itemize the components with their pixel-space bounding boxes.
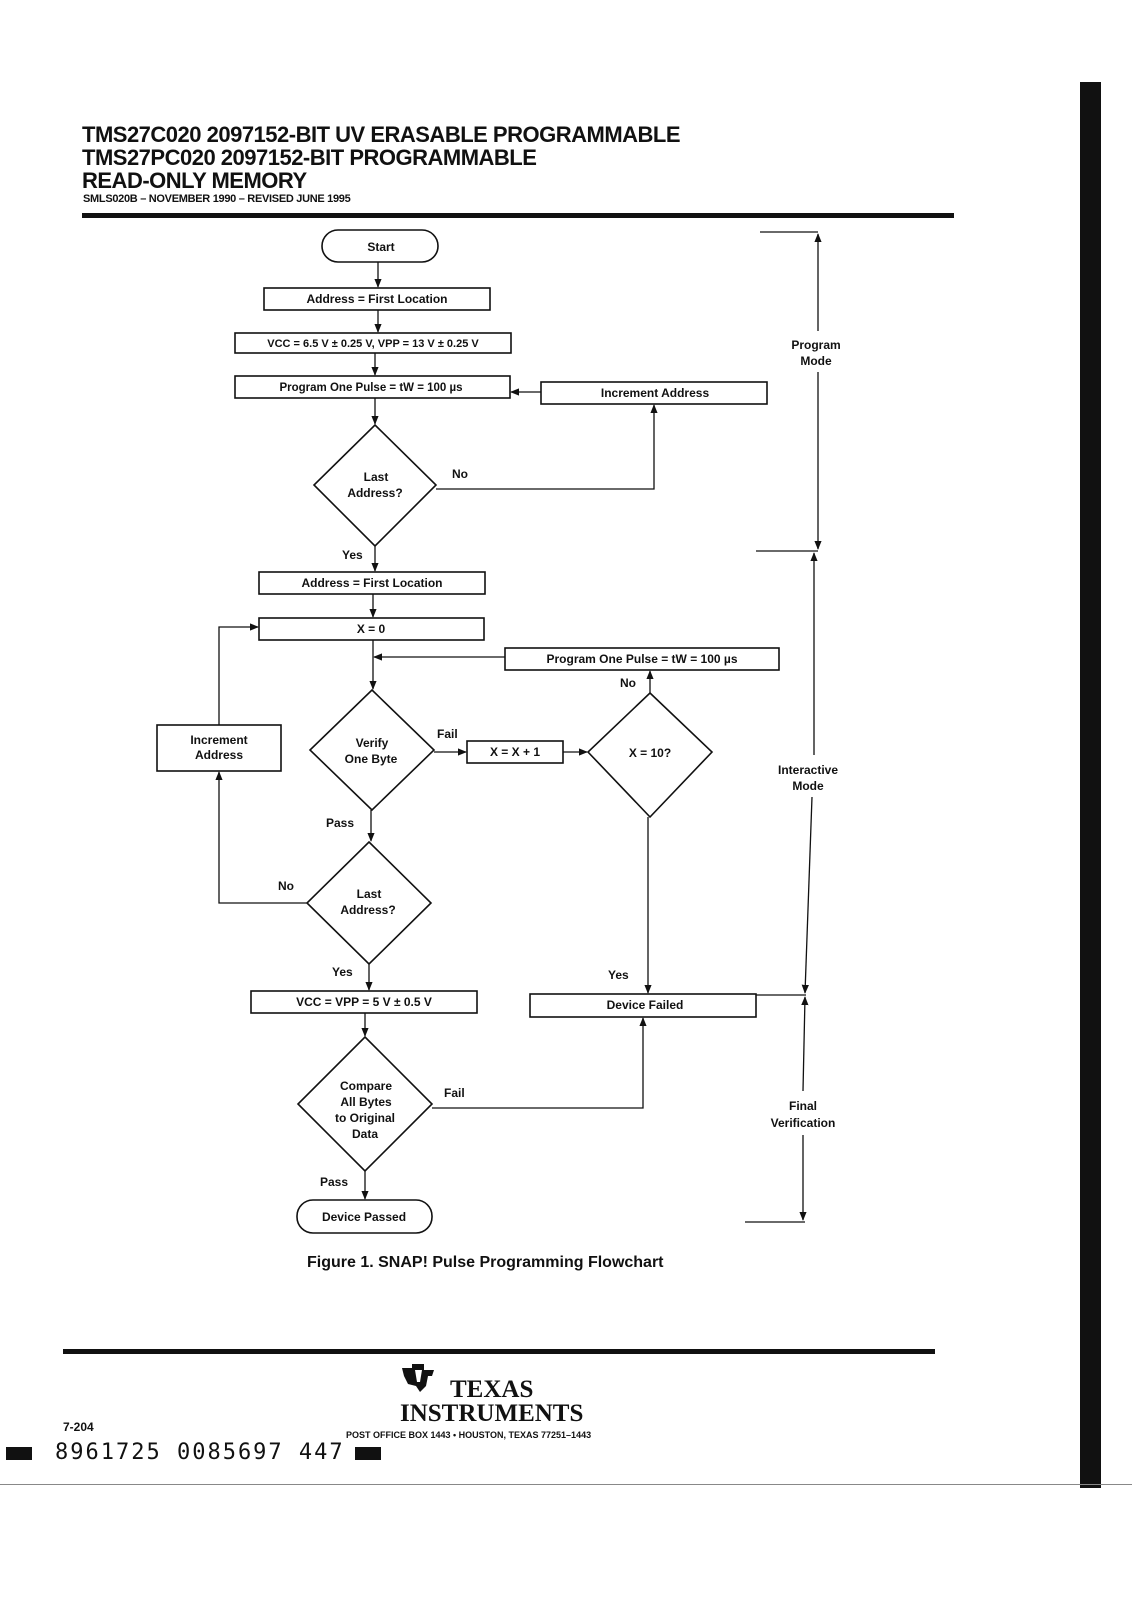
final-verification-label-a: Final [789, 1099, 817, 1113]
vcc-vpp-program-label: VCC = 6.5 V ± 0.25 V, VPP = 13 V ± 0.25 … [267, 338, 479, 350]
fail-label-1: Fail [437, 727, 458, 741]
vcc-vpp-program-box [234, 332, 512, 354]
document-title-line-1: TMS27C020 2097152-BIT UV ERASABLE PROGRA… [82, 122, 681, 147]
pass-label-1: Pass [326, 816, 354, 830]
company-name-line-2: INSTRUMENTS [400, 1400, 584, 1427]
right-margin-bar [1080, 82, 1101, 1488]
barcode-number: 8961725 0085697 447 [55, 1440, 345, 1465]
device-failed-label: Device Failed [607, 998, 684, 1012]
verify-one-byte-label-b: One Byte [345, 752, 398, 766]
x-equals-ten-decision [586, 691, 714, 819]
document-title-line-2: TMS27PC020 2097152-BIT PROGRAMMABLE [82, 145, 537, 170]
last-address-label-2a: Last [357, 887, 382, 901]
last-address-label-1b: Address? [347, 486, 402, 500]
yes-label-2: Yes [332, 965, 353, 979]
yes-label-3: Yes [608, 968, 629, 982]
verify-one-byte-decision [308, 688, 436, 812]
compare-label-d: Data [352, 1127, 378, 1141]
compare-label-c: to Original [335, 1111, 395, 1125]
program-pulse-box-1 [234, 375, 511, 399]
last-address-label-1a: Last [364, 470, 389, 484]
x-increment-label: X = X + 1 [490, 745, 540, 759]
barcode-right-block [355, 1447, 381, 1460]
start-label: Start [367, 240, 394, 254]
footer-rule [63, 1349, 935, 1354]
fail-label-2: Fail [444, 1086, 465, 1100]
page-number: 7-204 [63, 1420, 94, 1434]
no-label-3: No [278, 879, 294, 893]
device-passed-terminator [296, 1199, 433, 1234]
address-first-location-box-1 [263, 287, 491, 311]
ti-logo-icon [402, 1364, 434, 1392]
no-label-2: No [620, 676, 636, 690]
program-mode-label-b: Mode [800, 354, 832, 368]
x-zero-label: X = 0 [357, 622, 386, 636]
start-terminator [321, 229, 439, 263]
figure-caption: Figure 1. SNAP! Pulse Programming Flowch… [307, 1254, 664, 1271]
increment-address-label-1: Increment Address [601, 386, 710, 400]
yes-label-1: Yes [342, 548, 363, 562]
program-pulse-label-2: Program One Pulse = tW = 100 µs [547, 652, 738, 666]
program-pulse-box-2 [504, 647, 780, 671]
no-label-1: No [452, 467, 468, 481]
address-first-location-label-1: Address = First Location [306, 292, 447, 306]
verify-one-byte-label-a: Verify [356, 736, 389, 750]
company-address: POST OFFICE BOX 1443 • HOUSTON, TEXAS 77… [346, 1430, 592, 1440]
x-equals-ten-label: X = 10? [629, 746, 671, 760]
device-passed-label: Device Passed [322, 1210, 406, 1224]
interactive-mode-label-a: Interactive [778, 763, 838, 777]
device-failed-box [529, 993, 757, 1018]
compare-label-a: Compare [340, 1079, 392, 1093]
increment-address-label-2a: Increment [190, 733, 247, 747]
interactive-mode-label-b: Mode [792, 779, 824, 793]
increment-address-label-2b: Address [195, 748, 243, 762]
x-zero-box [258, 617, 485, 641]
header-rule [82, 213, 954, 218]
compare-label-b: All Bytes [340, 1095, 392, 1109]
address-first-location-label-2: Address = First Location [301, 576, 442, 590]
document-title-line-3: READ-ONLY MEMORY [82, 168, 307, 193]
last-address-label-2b: Address? [340, 903, 395, 917]
vcc-vpp-verify-label: VCC = VPP = 5 V ± 0.5 V [296, 995, 432, 1009]
address-first-location-box-2 [258, 571, 486, 595]
bottom-rule [0, 1484, 1132, 1485]
increment-address-box-1 [540, 381, 768, 405]
barcode-left-block [6, 1447, 32, 1460]
final-verification-label-b: Verification [771, 1116, 836, 1130]
program-mode-label-a: Program [791, 338, 840, 352]
company-name-line-1: TEXAS [450, 1376, 534, 1403]
pass-label-2: Pass [320, 1175, 348, 1189]
vcc-vpp-verify-box [250, 990, 478, 1014]
program-pulse-label-1: Program One Pulse = tW = 100 µs [279, 382, 462, 394]
document-id: SMLS020B – NOVEMBER 1990 – REVISED JUNE … [83, 193, 351, 205]
